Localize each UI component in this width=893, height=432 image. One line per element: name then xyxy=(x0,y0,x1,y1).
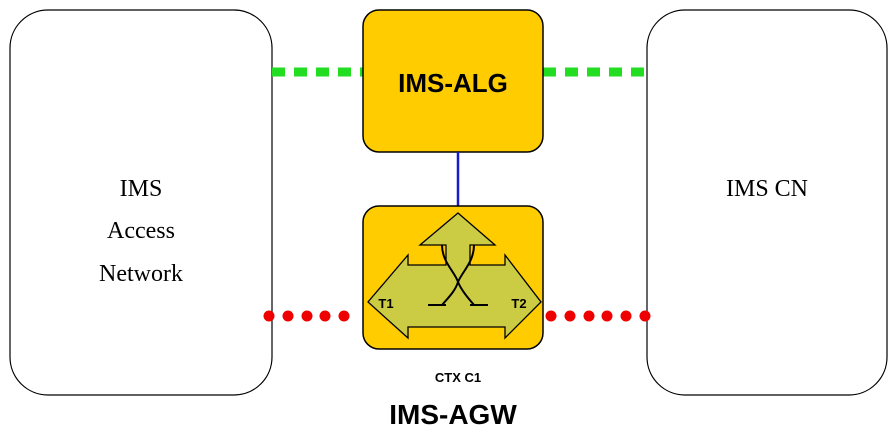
termination-t2-label: T2 xyxy=(511,296,526,311)
termination-t1-label: T1 xyxy=(378,296,393,311)
switch-cross-line-2 xyxy=(441,244,475,306)
ims-agw-label: IMS-AGW xyxy=(389,399,517,430)
access-network-label-line3: Network xyxy=(99,261,183,287)
media-link-left xyxy=(263,310,350,322)
access-network-label-line1: IMS xyxy=(120,176,163,202)
core-network-box xyxy=(646,9,888,396)
core-network-label: IMS CN xyxy=(726,176,808,202)
access-network-label-line2: Access xyxy=(107,218,175,244)
ims-alg-label: IMS-ALG xyxy=(398,68,508,98)
access-network-box xyxy=(9,9,273,396)
context-label: CTX C1 xyxy=(435,370,481,385)
media-link-right xyxy=(545,310,651,322)
ims-alg-box xyxy=(362,9,544,153)
